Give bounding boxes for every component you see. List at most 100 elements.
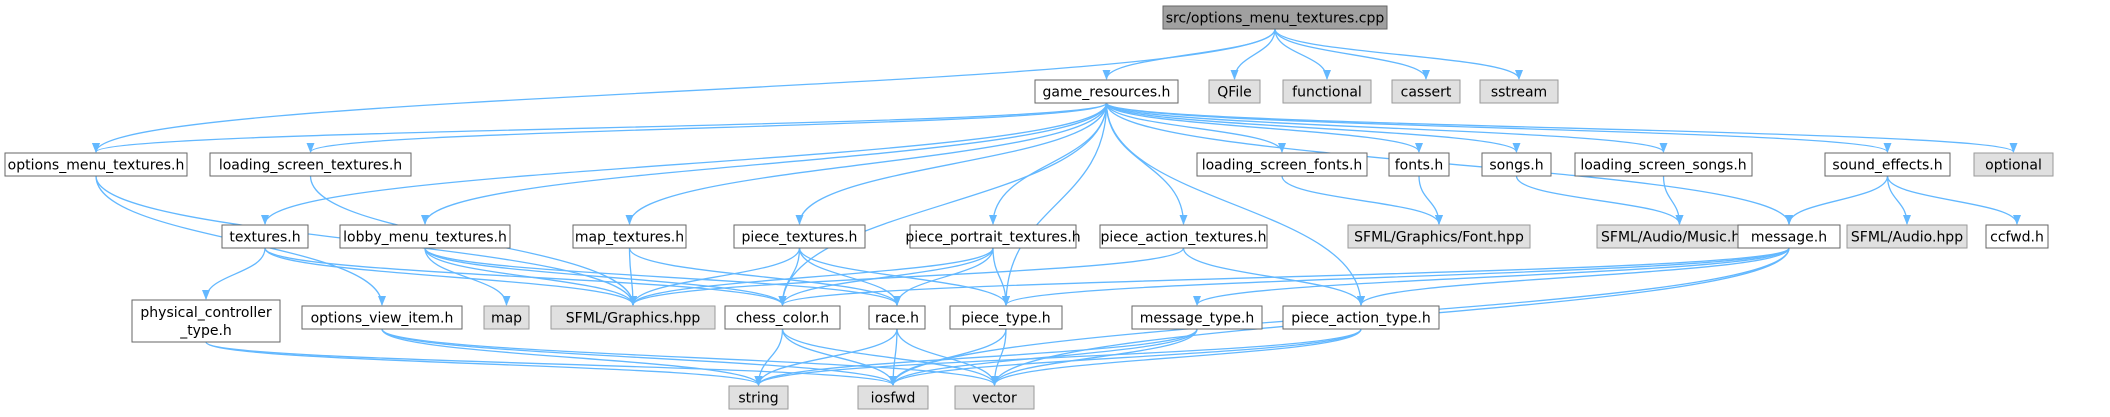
node-box (221, 224, 309, 249)
edge-message-type-to-vector (990, 328, 1198, 386)
node-piece-action-type[interactable]: piece_action_type.h (1282, 305, 1440, 330)
node-lobby-menu-textures[interactable]: lobby_menu_textures.h (339, 224, 511, 249)
edge-physical-controller-type-to-string (205, 341, 763, 386)
edge-game-resources-to-piece-action-textures (1105, 102, 1188, 225)
node-options-view-item[interactable]: options_view_item.h (301, 305, 463, 330)
edge-sound-effects-to-ccfwd (1886, 175, 2021, 225)
edge-lobby-menu-textures-to-race (424, 247, 901, 306)
edge-lobby-menu-textures-to-chess-color (424, 247, 787, 306)
node-label: functional (1292, 85, 1362, 101)
node-box (909, 224, 1077, 249)
node-label: string (738, 391, 778, 407)
edge-game-resources-to-optional (1105, 102, 2018, 153)
node-label: vector (972, 391, 1017, 407)
node-label: src/options_menu_textures.cpp (1166, 11, 1385, 27)
edge-game-resources-to-textures (261, 102, 1108, 225)
node-message-type[interactable]: message_type.h (1131, 305, 1263, 330)
node-label: _type.h (179, 323, 232, 339)
edge-chess-color-to-iosfwd (781, 328, 897, 386)
node-label: SFML/Graphics.hpp (566, 311, 701, 327)
node-loading-screen-fonts[interactable]: loading_screen_fonts.h (1196, 152, 1368, 177)
node-textures[interactable]: textures.h (221, 224, 309, 249)
node-label: iosfwd (871, 391, 916, 407)
edge-root-to-game-resources (1102, 28, 1276, 80)
node-box (728, 385, 789, 410)
node-label: piece_type.h (961, 311, 1050, 327)
edge-root-to-sstream (1274, 28, 1523, 80)
edge-root-to-functional (1274, 28, 1331, 80)
edge-options-view-item-to-string (381, 328, 763, 386)
node-map-textures[interactable]: map_textures.h (572, 224, 687, 249)
node-box (1282, 79, 1372, 104)
edge-piece-textures-to-piece-type (798, 247, 1010, 306)
node-physical-controller-type[interactable]: physical_controller_type.h (131, 299, 281, 343)
node-chess-color[interactable]: chess_color.h (724, 305, 841, 330)
node-label: SFML/Audio/Music.hpp (1601, 230, 1758, 246)
node-label: cassert (1401, 85, 1452, 101)
node-sfml-font: SFML/Graphics/Font.hpp (1347, 224, 1531, 249)
node-sfml-graphics: SFML/Graphics.hpp (550, 305, 716, 330)
node-loading-screen-textures[interactable]: loading_screen_textures.h (209, 152, 412, 177)
node-box (1388, 152, 1450, 177)
node-ccfwd[interactable]: ccfwd.h (1985, 224, 2049, 249)
node-label: songs.h (1489, 158, 1543, 174)
node-box (733, 224, 866, 249)
node-sound-effects[interactable]: sound_effects.h (1824, 152, 1951, 177)
node-box (483, 305, 530, 330)
edge-root-to-options-menu-textures (92, 28, 1276, 153)
edge-options-view-item-to-vector (381, 328, 999, 386)
edge-game-resources-to-loading-screen-fonts (1105, 102, 1286, 153)
node-functional: functional (1282, 79, 1372, 104)
node-fonts[interactable]: fonts.h (1388, 152, 1450, 177)
node-label: piece_action_type.h (1291, 311, 1430, 327)
node-message[interactable]: message.h (1737, 224, 1841, 249)
node-label: optional (1985, 158, 2042, 174)
node-label: loading_screen_textures.h (219, 158, 402, 174)
edge-game-resources-to-loading-screen-songs (1105, 102, 1668, 153)
node-piece-type[interactable]: piece_type.h (949, 305, 1063, 330)
node-options-menu-textures[interactable]: options_menu_textures.h (4, 152, 188, 177)
node-piece-textures[interactable]: piece_textures.h (733, 224, 866, 249)
node-box (1208, 79, 1261, 104)
node-label: game_resources.h (1043, 85, 1171, 101)
nodes-layer: src/options_menu_textures.cpp game_resour… (4, 5, 2054, 410)
edges-layer (92, 28, 2021, 386)
edge-message-type-to-string (754, 328, 1198, 386)
node-game-resources[interactable]: game_resources.h (1034, 79, 1179, 104)
node-songs[interactable]: songs.h (1481, 152, 1552, 177)
node-box (1034, 79, 1179, 104)
node-box (131, 299, 281, 343)
edge-piece-action-type-to-string (754, 328, 1362, 386)
node-box (209, 152, 412, 177)
node-box (868, 305, 926, 330)
node-race[interactable]: race.h (868, 305, 926, 330)
edge-piece-portrait-textures-to-race (893, 247, 994, 306)
node-piece-portrait-textures[interactable]: piece_portrait_textures.h (905, 224, 1081, 249)
node-loading-screen-songs[interactable]: loading_screen_songs.h (1574, 152, 1753, 177)
edge-message-to-piece-type (1002, 247, 1790, 306)
node-cassert: cassert (1391, 79, 1461, 104)
node-root[interactable]: src/options_menu_textures.cpp (1162, 5, 1388, 30)
node-box (949, 305, 1063, 330)
edge-game-resources-to-songs (1105, 102, 1521, 153)
edge-message-to-chess-color (778, 247, 1790, 306)
edge-game-resources-to-lobby-menu-textures (421, 102, 1108, 225)
node-label: piece_textures.h (742, 230, 858, 246)
edge-game-resources-to-fonts (1105, 102, 1423, 153)
edge-fonts-to-sfml-font (1418, 175, 1443, 225)
edge-game-resources-to-piece-action-type (1105, 102, 1365, 306)
node-piece-action-textures[interactable]: piece_action_textures.h (1099, 224, 1268, 249)
node-label: piece_action_textures.h (1101, 230, 1267, 246)
edge-game-resources-to-chess-color (778, 102, 1108, 306)
node-box (550, 305, 716, 330)
edge-options-view-item-to-iosfwd (381, 328, 897, 386)
node-box (954, 385, 1035, 410)
node-label: message.h (1751, 230, 1827, 246)
node-label: chess_color.h (736, 311, 829, 327)
node-label: options_view_item.h (311, 311, 454, 327)
edge-piece-action-textures-to-sfml-graphics (629, 247, 1185, 306)
edge-piece-textures-to-sfml-graphics (629, 247, 801, 306)
edge-message-type-to-iosfwd (889, 328, 1198, 386)
node-label: ccfwd.h (1990, 230, 2044, 246)
node-label: sstream (1491, 85, 1547, 101)
